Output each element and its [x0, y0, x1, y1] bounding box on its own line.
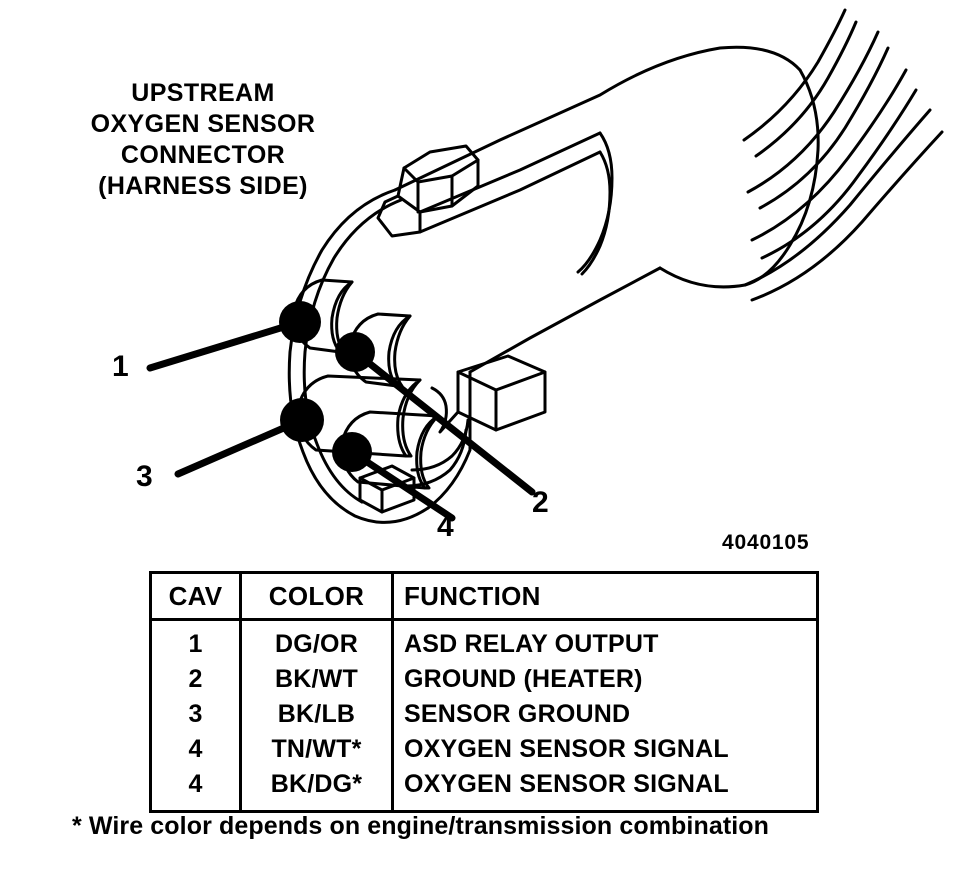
connector-shell-left-outline: [287, 188, 430, 524]
column-header-cav: CAV: [149, 572, 242, 621]
cell-color: TN/WT*: [239, 732, 394, 767]
connector-latch-right-face: [450, 158, 480, 208]
connector-body-top-edge: [393, 45, 802, 192]
wire-4-lower: [754, 20, 858, 158]
footnote-text: * Wire color depends on engine/transmiss…: [72, 812, 770, 840]
table-row: 4 BK/DG* OXYGEN SENSOR SIGNAL: [149, 767, 819, 812]
leader-line-2: [351, 348, 536, 496]
cavity-2-rim: [393, 314, 412, 388]
table-row: 3 BK/LB SENSOR GROUND: [149, 697, 819, 732]
cell-color: BK/WT: [239, 662, 394, 697]
cavity-dot-2: [335, 332, 375, 372]
connector-body-bottom-edge: [468, 266, 662, 374]
callout-number-1: 1: [112, 350, 129, 383]
cavity-4-rim: [419, 414, 440, 490]
leader-line-1: [146, 318, 304, 372]
page-title-line-2: OXYGEN SENSOR: [90, 110, 316, 138]
figure-id-label: 4040105: [722, 531, 810, 554]
wire-2-upper: [750, 68, 908, 242]
lock-box-small: [358, 464, 416, 514]
page-title-line-4: (HARNESS SIDE): [98, 172, 308, 200]
wire-2-lower: [760, 88, 918, 260]
cavity-3-barrel: [296, 374, 422, 458]
wire-1-lower: [750, 130, 944, 302]
table-row: 1 DG/OR ASD RELAY OUTPUT: [149, 619, 819, 662]
callout-number-4: 4: [437, 510, 454, 543]
cell-function: OXYGEN SENSOR SIGNAL: [391, 732, 819, 767]
page-title-line-1: UPSTREAM: [131, 79, 275, 107]
callout-number-3: 3: [136, 460, 153, 493]
connector-rear-bottom: [658, 266, 747, 289]
shell-lower-rim-detail-2: [404, 428, 468, 488]
cell-function: SENSOR GROUND: [391, 697, 819, 732]
cell-color: BK/LB: [239, 697, 394, 732]
cell-cav: 4: [149, 767, 242, 812]
cavity-2-barrel: [348, 312, 412, 388]
cell-color: DG/OR: [239, 619, 394, 662]
table-row: 2 BK/WT GROUND (HEATER): [149, 662, 819, 697]
page-title-line-3: CONNECTOR: [120, 141, 286, 169]
cavity-dot-1: [279, 301, 321, 343]
connector-rear-outline: [743, 68, 820, 287]
wire-3-lower: [758, 46, 890, 210]
pin-assignment-table: CAV COLOR FUNCTION 1 DG/OR ASD RELAY OUT…: [149, 571, 819, 813]
cell-cav: 3: [149, 697, 242, 732]
cell-function: GROUND (HEATER): [391, 662, 819, 697]
callout-number-2: 2: [532, 486, 549, 519]
column-header-function: FUNCTION: [391, 572, 819, 621]
wire-3-upper: [746, 30, 880, 194]
table-row: 4 TN/WT* OXYGEN SENSOR SIGNAL: [149, 732, 819, 767]
connector-rib-inner: [580, 150, 612, 276]
cell-function: OXYGEN SENSOR SIGNAL: [391, 767, 819, 812]
cavity-dot-3: [280, 398, 324, 442]
cell-cav: 1: [149, 619, 242, 662]
page-title: UPSTREAM OXYGEN SENSOR CONNECTOR (HARNES…: [38, 78, 368, 202]
cavity-dot-4: [332, 432, 372, 472]
connector-shell-inner-line: [302, 198, 403, 504]
wire-1-upper: [743, 108, 932, 287]
cell-function: ASD RELAY OUTPUT: [391, 619, 819, 662]
cell-cav: 4: [149, 732, 242, 767]
column-header-color: COLOR: [239, 572, 394, 621]
connector-latch-ramp-top: [418, 131, 602, 214]
cavity-3-rim: [401, 378, 422, 458]
connector-latch-top-face: [402, 144, 480, 184]
wire-4-upper: [742, 8, 847, 142]
cavity-4-barrel: [340, 410, 440, 490]
cell-cav: 2: [149, 662, 242, 697]
connector-latch-ramp-bottom: [418, 150, 602, 234]
leader-line-3: [174, 416, 306, 478]
table-header-row: CAV COLOR FUNCTION: [149, 572, 819, 621]
cell-color: BK/DG*: [239, 767, 394, 812]
connector-latch-base: [376, 194, 422, 238]
lock-box-large-collar: [430, 386, 460, 434]
